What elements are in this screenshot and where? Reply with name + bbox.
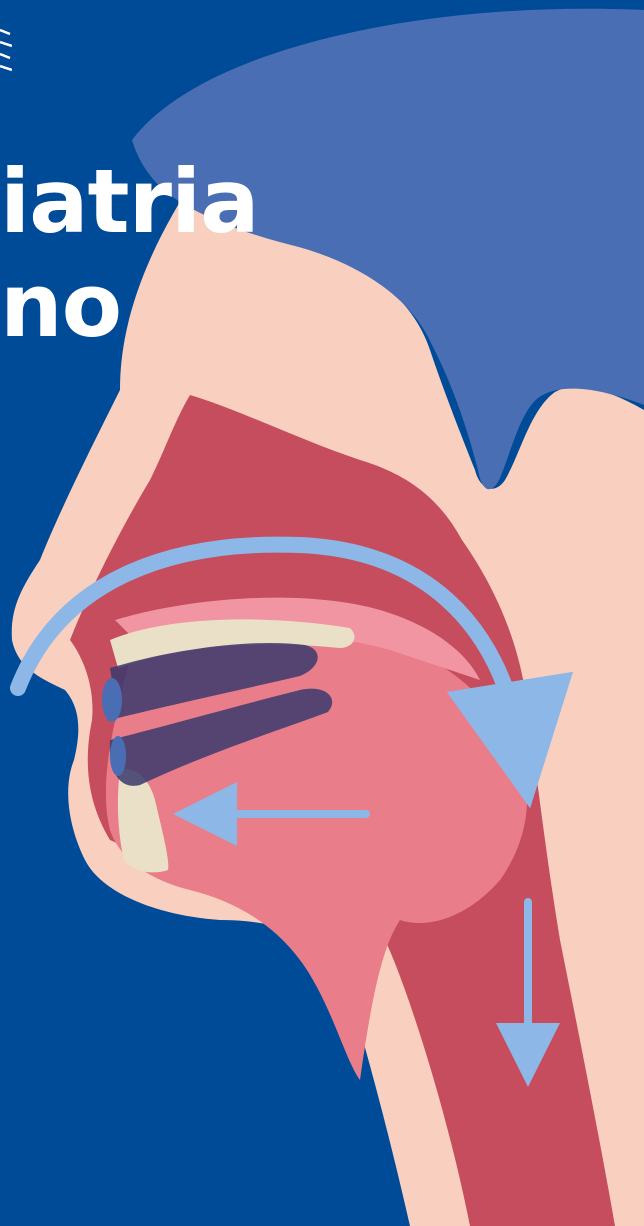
- headline-line-1: iatria: [0, 158, 259, 246]
- lip-obstruction: [110, 736, 126, 776]
- headline-line-2: no: [0, 262, 121, 350]
- nostril-obstruction: [102, 678, 122, 722]
- logo-fragment: [0, 26, 12, 78]
